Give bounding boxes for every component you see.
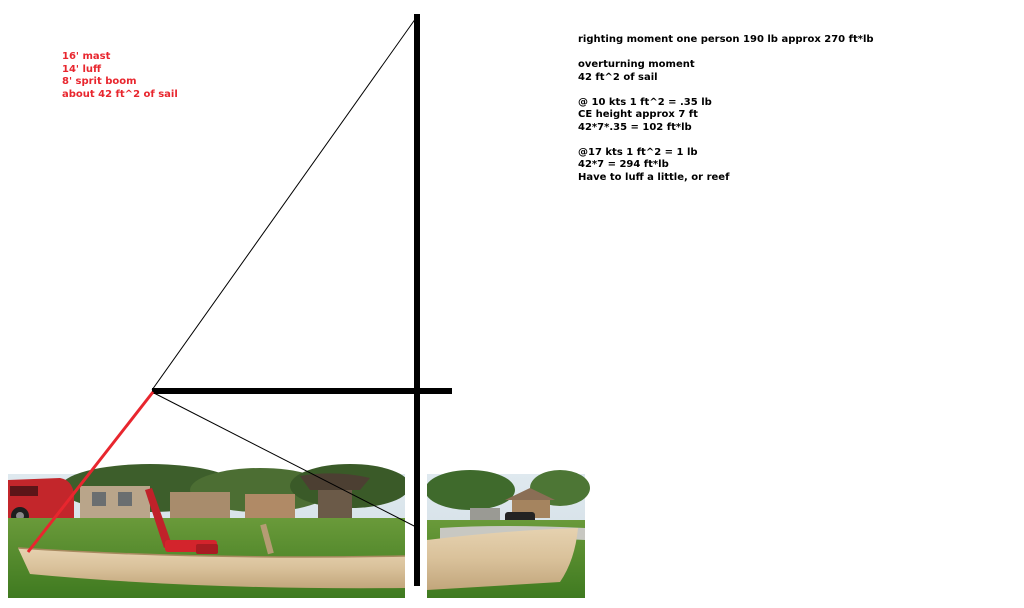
seventeen-knots-calc: 42*7 = 294 ft*lb [578,159,669,170]
spec-mast: 16' mast [62,51,111,62]
spec-luff: 14' luff [62,63,102,75]
reef-advice: Have to luff a little, or reef [578,171,730,183]
sail-area-line: 42 ft^2 of sail [578,71,658,83]
photo-left-segment [8,464,410,598]
spec-sprit-boom: 8' sprit boom [62,76,137,87]
rig-specs: 16' mast 14' luff 8' sprit boom about 42… [62,51,178,101]
spec-sail-area: about 42 ft^2 of sail [62,88,178,100]
sail-leech-line [151,17,417,391]
ten-knots-pressure: @ 10 kts 1 ft^2 = .35 lb [578,96,712,108]
sheet-line [151,391,419,529]
seventeen-knots-pressure: @17 kts 1 ft^2 = 1 lb [578,146,698,158]
righting-moment: righting moment one person 190 lb approx… [578,34,874,45]
ce-height: CE height approx 7 ft [578,109,698,120]
overturning-moment-label: overturning moment [578,59,695,70]
boat-photo [8,464,590,598]
moment-calculations: righting moment one person 190 lb approx… [578,34,874,184]
red-rigging-line [26,391,155,553]
photo-right-segment [425,470,590,598]
ten-knots-calc: 42*7*.35 = 102 ft*lb [578,121,692,133]
